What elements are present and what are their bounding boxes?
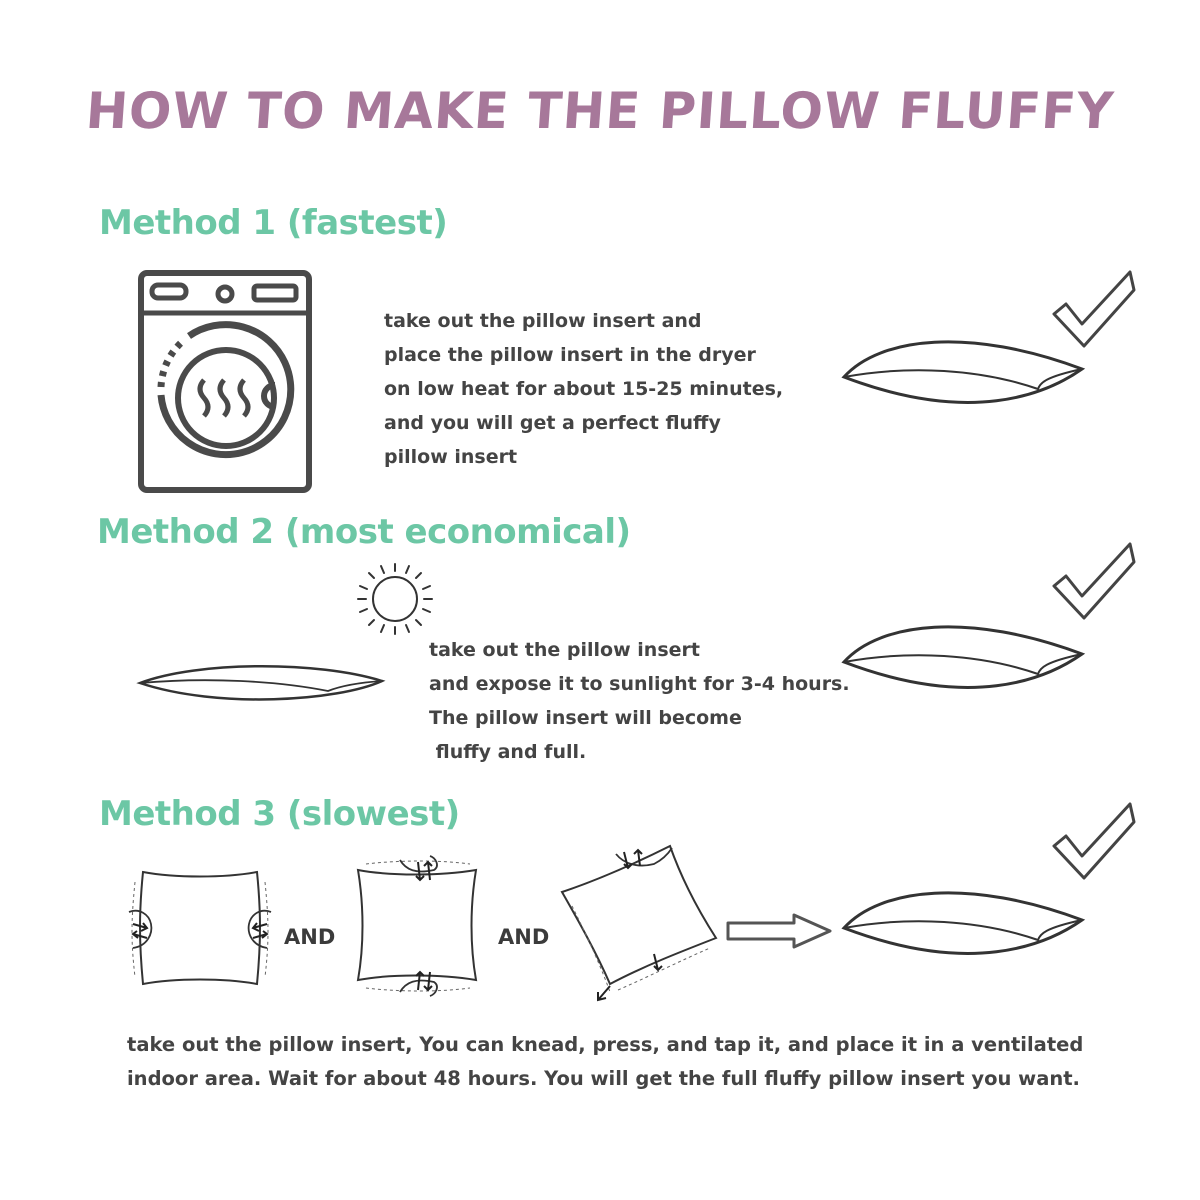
text-line: pillow insert <box>384 446 518 468</box>
and-label: AND <box>284 925 336 949</box>
page-title: HOW TO MAKE THE PILLOW FLUFFY <box>84 82 1116 140</box>
press-corners-icon <box>558 840 723 1005</box>
fluffy-pillow-icon <box>840 325 1086 425</box>
sun-icon <box>350 558 440 638</box>
fluffy-pillow-icon <box>840 610 1086 710</box>
text-line: and you will get a perfect fluffy <box>384 412 721 434</box>
text-line: take out the pillow insert and <box>384 310 702 332</box>
text-line: place the pillow insert in the dryer <box>384 344 756 366</box>
arrow-right-icon <box>726 913 836 949</box>
checkmark-icon <box>1052 800 1137 882</box>
and-label: AND <box>498 925 550 949</box>
checkmark-icon <box>1052 268 1137 350</box>
text-line: fluffy and full. <box>429 741 587 763</box>
method-1-text: take out the pillow insert and place the… <box>384 304 783 474</box>
checkmark-icon <box>1052 540 1137 622</box>
dryer-icon <box>138 270 313 495</box>
press-sides-icon <box>125 862 275 992</box>
method-3-text: take out the pillow insert, You can knea… <box>127 1028 1083 1096</box>
press-top-bottom-icon <box>350 855 485 997</box>
text-line: indoor area. Wait for about 48 hours. Yo… <box>127 1067 1080 1090</box>
text-line: take out the pillow insert, You can knea… <box>127 1033 1084 1056</box>
method-2-text: take out the pillow insert and expose it… <box>429 633 850 769</box>
method-2-heading: Method 2 (most economical) <box>97 512 631 552</box>
text-line: on low heat for about 15-25 minutes, <box>384 378 784 400</box>
text-line: The pillow insert will become <box>429 707 742 729</box>
text-line: and expose it to sunlight for 3-4 hours. <box>429 673 850 695</box>
text-line: take out the pillow insert <box>429 639 700 661</box>
fluffy-pillow-icon <box>840 876 1086 976</box>
flat-pillow-icon <box>136 655 386 711</box>
method-3-heading: Method 3 (slowest) <box>99 794 460 834</box>
method-1-heading: Method 1 (fastest) <box>99 203 448 243</box>
